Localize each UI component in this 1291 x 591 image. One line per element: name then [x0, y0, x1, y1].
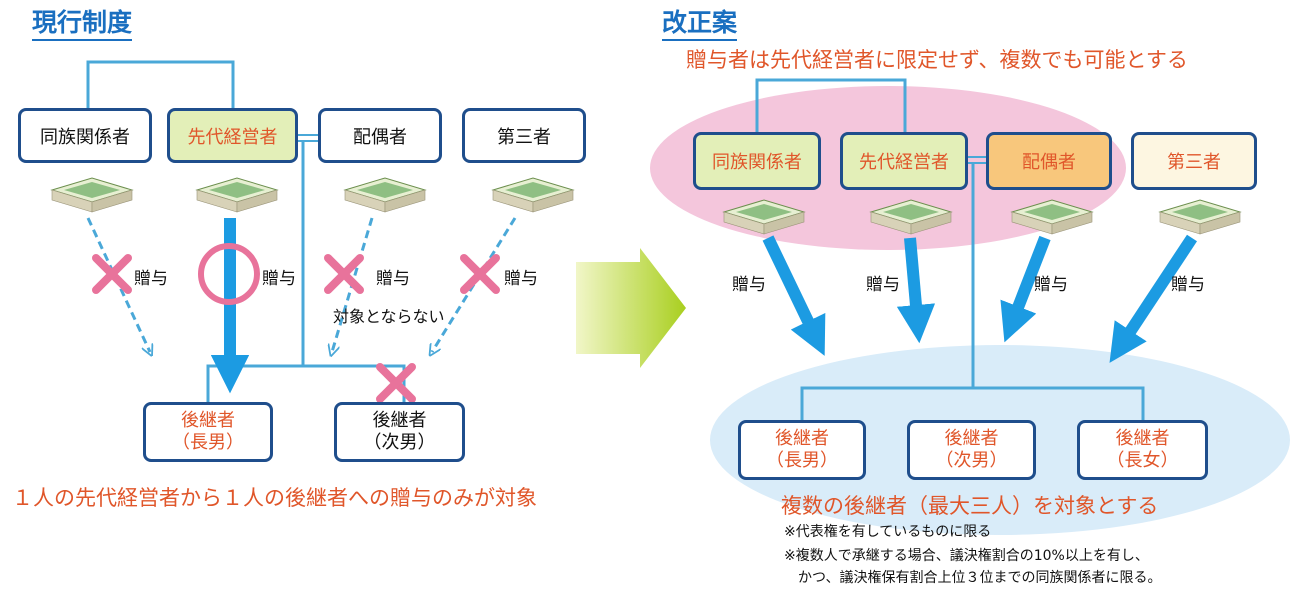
cross-icon: [96, 258, 128, 290]
money-bill-icon: [1159, 199, 1241, 235]
gift-label: 贈与: [504, 269, 538, 289]
current-summary: １人の先代経営者から１人の後継者への贈与のみが対象: [12, 486, 537, 510]
reform-person-predecessor-box: 先代経営者: [840, 132, 968, 190]
person-thirdparty-box: 第三者: [462, 108, 586, 163]
reform-note: かつ、議決権保有割合上位３位までの同族関係者に限る。: [784, 570, 1162, 586]
reform-person-spouse-box: 配偶者: [986, 132, 1112, 190]
successor-relation: （長男）: [172, 432, 244, 453]
reform-subtitle: 贈与者は先代経営者に限定せず、複数でも可能とする: [686, 48, 1188, 72]
reform-person-family-box: 同族関係者: [693, 132, 821, 190]
successor-eldest-son-box: 後継者 （長男）: [143, 402, 273, 462]
reform-note: ※代表権を有しているものに限る: [784, 524, 992, 540]
gift-label: 贈与: [376, 269, 410, 289]
cross-icon: [464, 258, 496, 290]
cross-icon: [380, 367, 412, 399]
successor-relation: （次男）: [935, 450, 1008, 471]
reform-person-thirdparty-box: 第三者: [1131, 132, 1257, 190]
gift-label: 贈与: [134, 269, 168, 289]
current-system-heading: 現行制度: [32, 8, 133, 41]
reform-heading: 改正案: [662, 8, 738, 41]
person-predecessor-box: 先代経営者: [167, 108, 298, 163]
successor-title: 後継者: [372, 410, 427, 431]
successor-title: 後継者: [944, 428, 999, 449]
successor-relation: （長男）: [766, 450, 838, 471]
gift-label: 贈与: [1171, 275, 1205, 295]
money-bill-icon: [344, 177, 426, 213]
reform-successor-eldest-son-box: 後継者 （長男）: [738, 420, 866, 480]
successor-second-son-box: 後継者 （次男）: [334, 402, 465, 462]
person-family-box: 同族関係者: [18, 108, 152, 163]
gift-label: 贈与: [732, 275, 766, 295]
successor-relation: （長女）: [1106, 450, 1179, 471]
reform-note: ※複数人で承継する場合、議決権割合の10%以上を有し、: [784, 548, 1149, 564]
successor-title: 後継者: [1115, 428, 1170, 449]
not-applicable-label: 対象とならない: [333, 307, 445, 326]
gift-label: 贈与: [866, 275, 900, 295]
gift-label: 贈与: [262, 269, 296, 289]
reform-summary: 複数の後継者（最大三人）を対象とする: [781, 494, 1159, 518]
circle-ok-icon: [198, 243, 260, 305]
successor-title: 後継者: [775, 428, 829, 449]
money-bill-icon: [492, 177, 574, 213]
family-connector-line: [86, 60, 235, 108]
money-bill-icon: [196, 177, 278, 213]
gift-label: 贈与: [1034, 275, 1068, 295]
successor-title: 後継者: [181, 410, 235, 431]
successor-relation: （次男）: [363, 432, 436, 453]
person-spouse-box: 配偶者: [318, 108, 442, 163]
money-bill-icon: [51, 177, 133, 213]
transition-arrow-icon: [576, 248, 686, 368]
reform-successor-eldest-daughter-box: 後継者 （長女）: [1077, 420, 1208, 480]
reform-successor-second-son-box: 後継者 （次男）: [907, 420, 1036, 480]
